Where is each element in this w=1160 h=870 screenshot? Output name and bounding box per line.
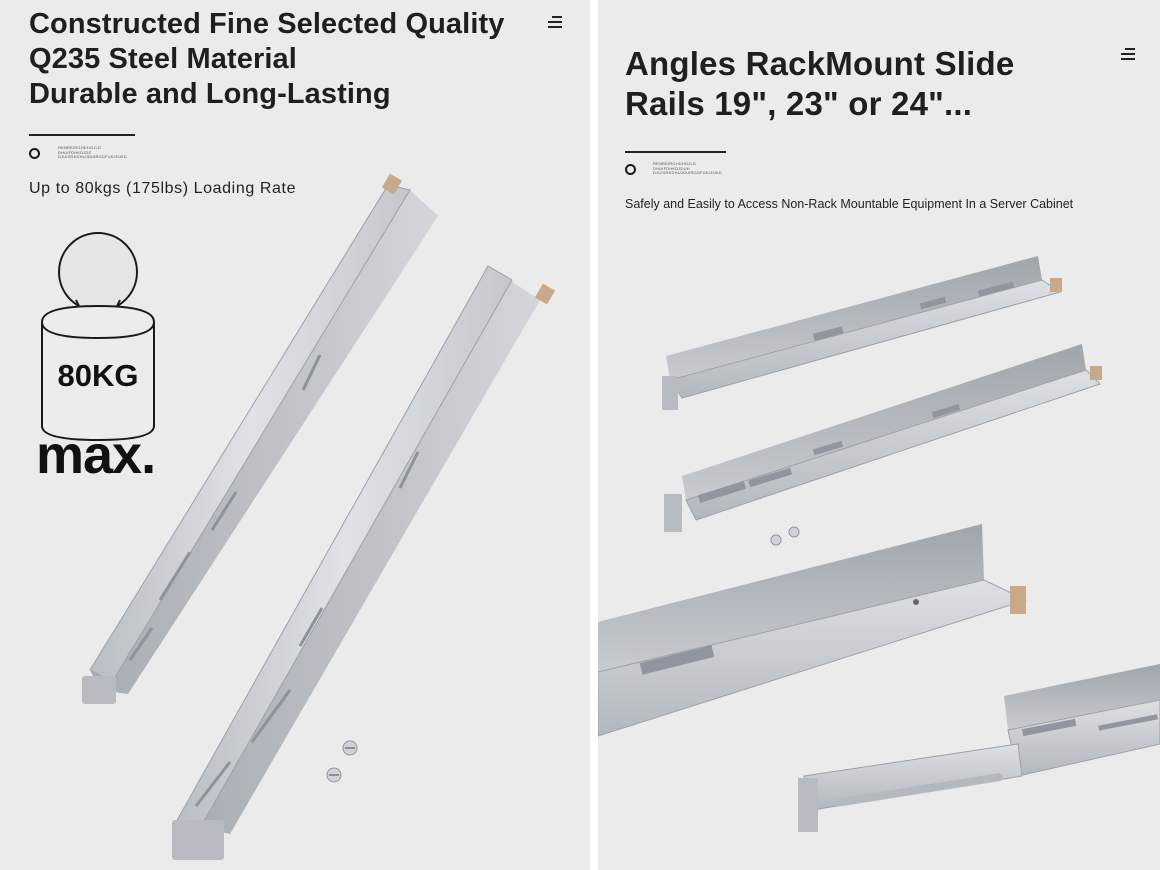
screw: [342, 740, 358, 756]
slide-rail: [664, 344, 1102, 532]
slide-rail: [798, 664, 1160, 832]
rail-kit-photo: [598, 256, 1160, 832]
loading-rate-subtitle: Up to 80kgs (175lbs) Loading Rate: [29, 180, 297, 197]
left-product-panel: Constructed Fine Selected Quality Q235 S…: [0, 0, 590, 870]
divider: [625, 151, 726, 153]
slide-rail: [662, 256, 1062, 410]
ring-dot-icon: [625, 164, 636, 175]
right-product-panel: Angles RackMount Slide Rails 19", 23" or…: [598, 0, 1160, 870]
rail-kit-photo: [82, 173, 556, 860]
headline-line: Durable and Long-Lasting: [29, 78, 391, 110]
fine-print: RENREIRGHDHGJLD DHUIFDHKDJDZ DJUISRKDHUJ…: [58, 145, 128, 160]
weight-label: 80KG: [57, 358, 139, 393]
menu-icon[interactable]: [1119, 48, 1135, 61]
headline-line: Q235 Steel Material: [29, 43, 297, 75]
menu-icon[interactable]: [546, 16, 562, 29]
fine-print: RENREIRGHDHGJLD DHUIFDHKDJDUH DJUISRKDHU…: [653, 161, 723, 176]
ring-dot-icon: [29, 148, 40, 159]
left-headline: Constructed Fine Selected Quality Q235 S…: [29, 7, 504, 112]
weight-icon: [41, 232, 155, 442]
screw: [770, 534, 782, 546]
divider: [29, 134, 135, 136]
screw: [326, 767, 342, 783]
headline-line: Constructed Fine Selected Quality: [29, 8, 505, 40]
slide-rail: [172, 265, 556, 860]
screw: [788, 526, 800, 538]
max-label: max.: [36, 425, 156, 485]
headline-line: Rails 19", 23" or 24"...: [625, 85, 973, 122]
headline-line: Angles RackMount Slide: [625, 45, 1015, 82]
right-headline: Angles RackMount Slide Rails 19", 23" or…: [625, 44, 1014, 124]
slide-rail: [82, 173, 438, 704]
slide-rail: [598, 524, 1028, 737]
cabinet-access-subtitle: Safely and Easily to Access Non-Rack Mou…: [625, 197, 1074, 211]
